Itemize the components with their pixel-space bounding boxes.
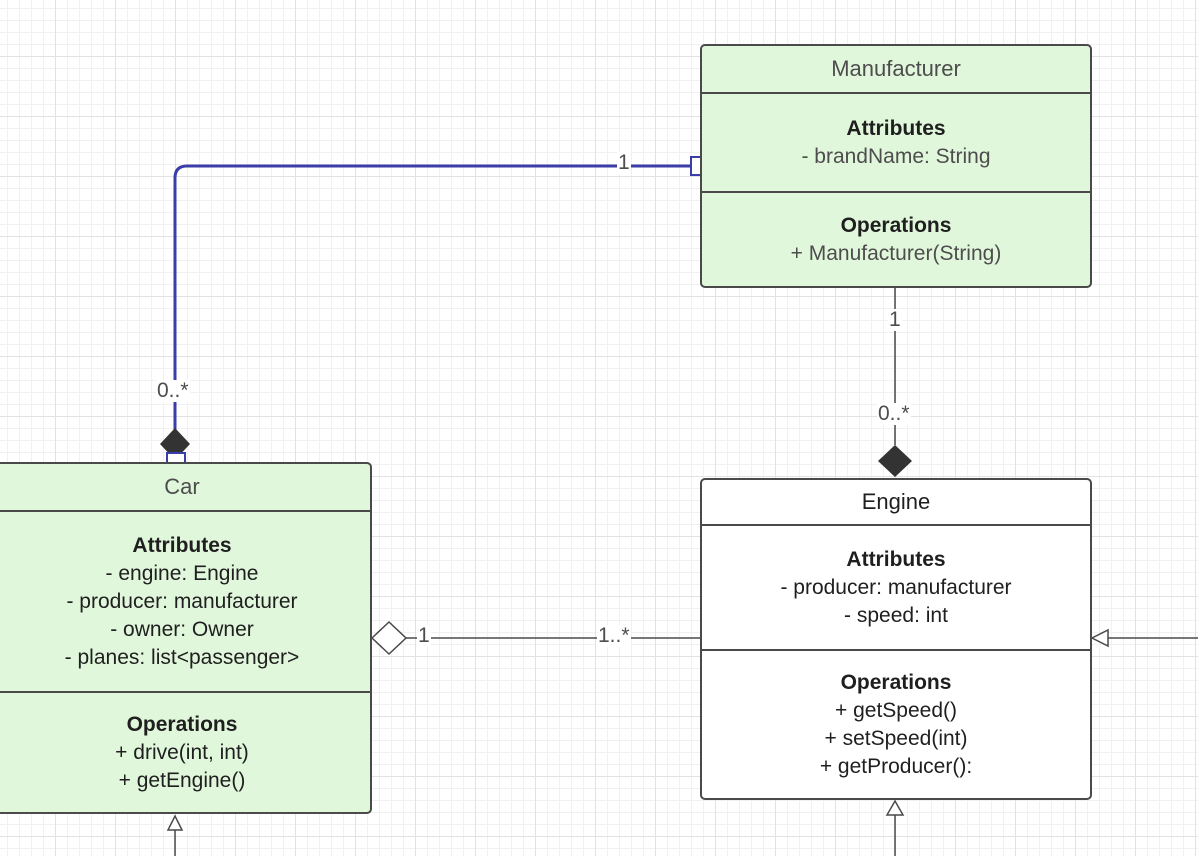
manufacturer-operations-section: Operations + Manufacturer(String)	[702, 191, 1090, 286]
multiplicity-car-engine-engine-end: 1..*	[597, 624, 631, 647]
car-class-name: Car	[0, 464, 370, 512]
car-engine-aggregation-diamond	[370, 620, 408, 656]
multiplicity-manufacturer-engine-manufacturer-end: 1	[888, 308, 902, 331]
car-operations-section: Operations + drive(int, int) + getEngine…	[0, 691, 370, 812]
engine-operations-title: Operations	[840, 670, 952, 694]
manufacturer-class-name: Manufacturer	[702, 46, 1090, 94]
car-manufacturer-association-line[interactable]	[173, 164, 700, 462]
manufacturer-attributes-title: Attributes	[846, 116, 946, 140]
car-attributes-title: Attributes	[132, 533, 232, 557]
engine-attributes-section: Attributes - producer: manufacturer - sp…	[702, 526, 1090, 649]
multiplicity-car-manufacturer-car-end: 0..*	[156, 379, 190, 402]
multiplicity-manufacturer-engine-engine-end: 0..*	[877, 402, 911, 425]
engine-bottom-generalization-arrowhead	[885, 799, 905, 816]
car-attribute: - producer: manufacturer	[66, 589, 298, 613]
car-class[interactable]: Car Attributes - engine: Engine - produc…	[0, 462, 372, 814]
engine-attributes-title: Attributes	[846, 547, 946, 571]
manufacturer-attributes-section: Attributes - brandName: String	[702, 94, 1090, 191]
car-operation: + drive(int, int)	[115, 740, 249, 764]
engine-operations-section: Operations + getSpeed() + setSpeed(int) …	[702, 649, 1090, 798]
engine-operation: + getSpeed()	[834, 698, 957, 722]
car-attributes-section: Attributes - engine: Engine - producer: …	[0, 512, 370, 691]
manufacturer-operation: + Manufacturer(String)	[790, 241, 1002, 265]
manufacturer-attribute: - brandName: String	[801, 144, 991, 168]
multiplicity-car-engine-car-end: 1	[417, 624, 431, 647]
engine-operation: + getProducer():	[819, 754, 973, 778]
car-operations-title: Operations	[126, 712, 238, 736]
multiplicity-car-manufacturer-manufacturer-end: 1	[617, 151, 631, 174]
engine-operation: + setSpeed(int)	[824, 726, 968, 750]
car-operation: + getEngine()	[118, 768, 246, 792]
manufacturer-class[interactable]: Manufacturer Attributes - brandName: Str…	[700, 44, 1092, 288]
engine-class[interactable]: Engine Attributes - producer: manufactur…	[700, 478, 1092, 800]
car-bottom-generalization-arrowhead	[166, 814, 184, 831]
car-attribute: - planes: list<passenger>	[64, 645, 300, 669]
manufacturer-engine-composition-diamond	[878, 445, 912, 477]
engine-attribute: - speed: int	[844, 603, 948, 627]
engine-class-name: Engine	[702, 480, 1090, 526]
car-attribute: - owner: Owner	[110, 617, 254, 641]
car-attribute: - engine: Engine	[105, 561, 259, 585]
engine-right-generalization-arrowhead	[1090, 628, 1109, 648]
engine-attribute: - producer: manufacturer	[780, 575, 1012, 599]
manufacturer-operations-title: Operations	[840, 213, 952, 237]
